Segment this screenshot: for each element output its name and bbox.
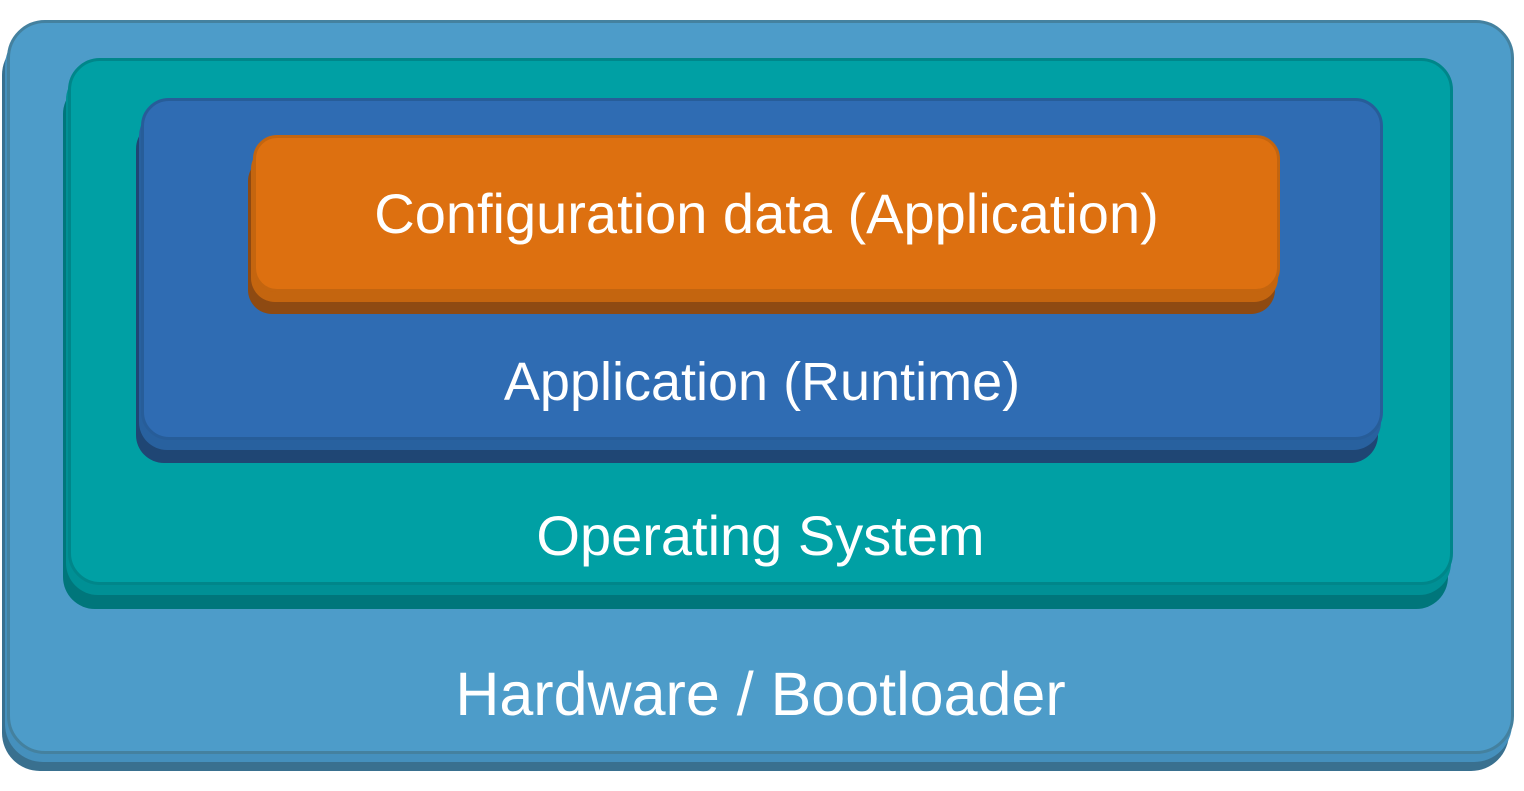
operating-system-label: Operating System (536, 504, 985, 567)
layer-application-runtime: Configuration data (Application) Applica… (141, 98, 1383, 440)
layer-hardware-bootloader: Configuration data (Application) Applica… (7, 20, 1514, 754)
hardware-bootloader-label: Hardware / Bootloader (455, 660, 1066, 728)
application-runtime-label: Application (Runtime) (503, 352, 1021, 412)
configuration-data-label: Configuration data (Application) (374, 181, 1159, 245)
layer-operating-system: Configuration data (Application) Applica… (68, 58, 1453, 585)
layer-configuration-data: Configuration data (Application) (253, 135, 1280, 292)
